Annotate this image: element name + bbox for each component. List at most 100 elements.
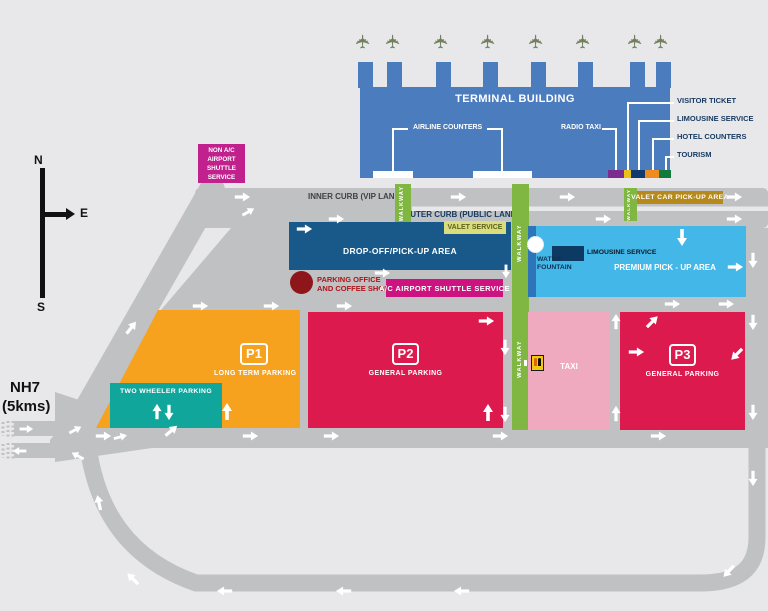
limousine-service-label: LIMOUSINE SERVICE	[587, 249, 657, 256]
valet-service-label: VALET SERVICE	[447, 224, 503, 231]
walkway-strip: WALKWAY	[624, 188, 637, 221]
two-wheeler-parking: TWO WHEELER PARKING	[110, 383, 222, 428]
walkway-strip: WALKWAY	[395, 184, 411, 223]
non-ac-line: NON A/C	[208, 146, 235, 154]
compass-east-arrowhead	[66, 208, 75, 220]
water-fountain-label: WATER FOUNTAIN	[537, 256, 572, 272]
airplane-icon: ✈	[353, 33, 375, 50]
parking-p3: P3 GENERAL PARKING	[620, 312, 745, 430]
counter-desk	[473, 171, 532, 178]
water-fountain-icon	[527, 236, 544, 253]
taxi-label: TAXI	[560, 362, 578, 371]
highway-distance: (5kms)	[2, 398, 51, 415]
highway-name: NH7	[10, 379, 41, 396]
p1-label: LONG TERM PARKING	[214, 370, 297, 377]
airplane-icon: ✈	[573, 33, 595, 50]
airplane-icon: ✈	[651, 33, 673, 50]
terminal-building	[360, 87, 670, 178]
walkway-label: WALKWAY	[517, 224, 523, 262]
legend-line	[665, 156, 667, 170]
p3-badge: P3	[668, 344, 697, 367]
callout-line	[393, 128, 408, 130]
callout-line	[487, 128, 502, 130]
airplane-icon: ✈	[383, 33, 405, 50]
non-ac-line: SERVICE	[207, 173, 236, 181]
taxi-stand-icon	[531, 355, 544, 371]
legend-hotel-counters: HOTEL COUNTERS	[677, 132, 747, 141]
airplane-icon: ✈	[625, 33, 647, 50]
parking-office-label: PARKING OFFICE AND COFFEE SHOP	[317, 275, 389, 293]
jet-bridge	[436, 62, 451, 88]
valet-car-pickup-label: VALET CAR PICK-UP AREA	[631, 194, 729, 201]
compass-east-label: E	[80, 206, 89, 220]
legend-tourism: TOURISM	[677, 150, 712, 159]
passenger-figure	[538, 358, 541, 366]
legend-line	[665, 156, 674, 158]
airplane-icon: ✈	[478, 33, 500, 50]
taxi-sign-tab	[524, 360, 527, 366]
legend-line	[638, 120, 640, 170]
valet-car-pickup-box: VALET CAR PICK-UP AREA	[631, 191, 729, 204]
ac-shuttle-label: A/C AIRPORT SHUTTLE SERVICE	[379, 283, 510, 293]
legend-visitor-ticket: VISITOR TICKET	[677, 96, 737, 105]
hotel-counters-marker	[645, 170, 659, 178]
p2-badge: P2	[391, 343, 420, 366]
callout-line	[615, 128, 617, 170]
legend-line	[627, 102, 674, 104]
airplane-icon: ✈	[526, 33, 548, 50]
jet-bridge	[531, 62, 546, 88]
compass-north-label: N	[34, 153, 43, 167]
walkway-strip: WALKWAY WALKWAY	[512, 184, 529, 430]
legend-line	[627, 102, 629, 170]
water-fountain-line: FOUNTAIN	[537, 264, 572, 271]
legend-line	[638, 120, 674, 122]
jet-bridge	[630, 62, 645, 88]
limousine-service-marker	[631, 170, 645, 178]
radio-taxi-label: RADIO TAXI	[561, 124, 601, 131]
p1-badge: P1	[240, 343, 268, 366]
water-fountain-line: WATER	[537, 256, 562, 263]
jet-bridge	[483, 62, 498, 88]
radio-taxi-marker	[608, 170, 624, 178]
jet-bridge	[358, 62, 373, 88]
compass-south-label: S	[37, 300, 46, 314]
non-ac-line: SHUTTLE	[206, 164, 237, 172]
two-wheeler-label: TWO WHEELER PARKING	[119, 388, 213, 395]
walkway-label: WALKWAY	[399, 185, 406, 222]
compass-east-arm	[44, 212, 66, 217]
non-ac-line: AIRPORT	[207, 155, 236, 163]
passenger-figure	[534, 358, 537, 366]
non-ac-shuttle-box: NON A/C AIRPORT SHUTTLE SERVICE	[198, 144, 245, 183]
valet-service-box: VALET SERVICE	[444, 221, 506, 234]
outer-curb-label: OUTER CURB (PUBLIC LANE)	[404, 210, 519, 219]
drop-off-label: DROP-OFF/PICK-UP AREA	[343, 246, 457, 256]
counter-desk	[373, 171, 413, 178]
parking-p2: P2 GENERAL PARKING	[308, 312, 503, 428]
jet-bridge	[387, 62, 402, 88]
tourism-marker	[659, 170, 671, 178]
airplane-icon: ✈	[431, 33, 453, 50]
legend-line	[652, 138, 654, 170]
jet-bridge	[578, 62, 593, 88]
legend-limousine-service: LIMOUSINE SERVICE	[677, 114, 754, 123]
p3-label: GENERAL PARKING	[645, 371, 720, 378]
taxi-area: TAXI	[524, 312, 610, 430]
callout-line	[392, 128, 394, 171]
premium-pickup-label: PREMIUM PICK - UP AREA	[614, 263, 716, 272]
ac-shuttle-box: A/C AIRPORT SHUTTLE SERVICE	[379, 279, 510, 297]
walkway-label: WALKWAY	[517, 340, 523, 378]
airline-counters-label: AIRLINE COUNTERS	[413, 124, 483, 131]
legend-line	[652, 138, 674, 140]
premium-pickup-area: LIMOUSINE SERVICE WATER FOUNTAIN PREMIUM…	[528, 226, 746, 297]
parking-office-line: AND COFFEE SHOP	[317, 284, 390, 293]
visitor-ticket-marker	[624, 170, 631, 178]
terminal-title: TERMINAL BUILDING	[455, 93, 575, 105]
p2-label: GENERAL PARKING	[368, 370, 443, 377]
callout-line	[501, 128, 503, 171]
premium-edge-strip	[528, 226, 536, 297]
jet-bridge	[656, 62, 671, 88]
inner-curb-label: INNER CURB (VIP LANE)	[308, 192, 403, 201]
limousine-stand-icon	[552, 246, 584, 261]
compass-rose	[40, 168, 45, 298]
